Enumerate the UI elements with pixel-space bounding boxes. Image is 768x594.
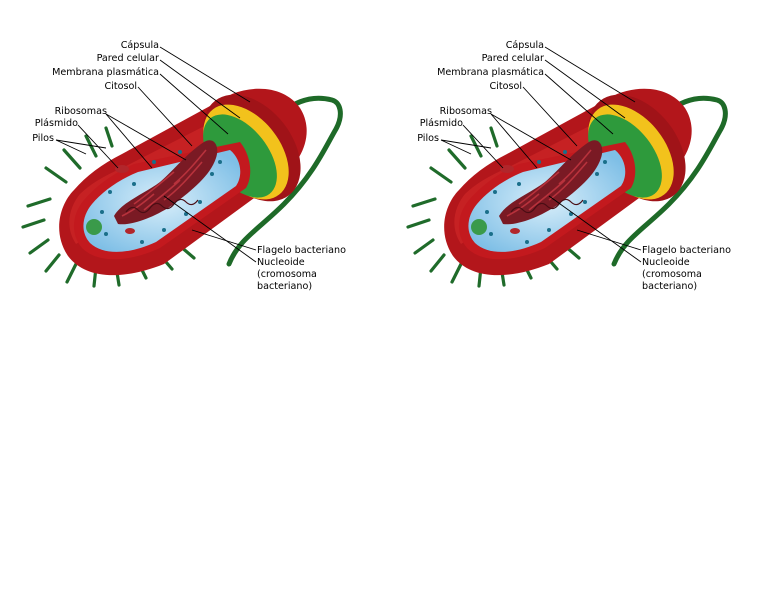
nucleoid xyxy=(114,140,218,225)
label-pilos: Pilos xyxy=(417,133,439,144)
label-citosol: Citosol xyxy=(104,81,137,92)
label-nucleoide: Nucleoide xyxy=(642,257,690,268)
label-nucleoide-line3: bacteriano) xyxy=(642,281,697,292)
label-pilos: Pilos xyxy=(32,133,54,144)
leader-lines xyxy=(55,46,257,263)
granule xyxy=(86,219,102,235)
label-plasmido: Plásmido xyxy=(35,117,78,129)
bacterial-cell-illustration: Cápsula Pared celular Membrana plasmátic… xyxy=(406,39,731,292)
label-citosol: Citosol xyxy=(489,81,522,92)
prokaryotic-cell-diagram-right: Cápsula Pared celular Membrana plasmátic… xyxy=(399,34,737,292)
label-flagelo-bacteriano: Flagelo bacteriano xyxy=(257,245,346,256)
label-nucleoide-line2: (cromosoma xyxy=(257,269,317,280)
label-plasmido: Plásmido xyxy=(420,117,463,129)
leader-lines xyxy=(440,46,642,263)
label-membrana-plasmatica: Membrana plasmática xyxy=(52,66,159,78)
label-flagelo-bacteriano: Flagelo bacteriano xyxy=(642,245,731,256)
plasmid xyxy=(115,165,135,234)
flagellum xyxy=(226,95,343,267)
bacterial-cell-illustration: Cápsula Pared celular Membrana plasmátic… xyxy=(21,39,346,292)
ribosomes xyxy=(485,150,607,244)
label-nucleoide-line2: (cromosoma xyxy=(642,269,702,280)
pili xyxy=(406,126,581,288)
label-membrana-plasmatica: Membrana plasmática xyxy=(437,66,544,78)
label-capsula: Cápsula xyxy=(121,39,159,51)
flagellum xyxy=(611,95,728,267)
plasmid xyxy=(500,165,520,234)
label-pared-celular: Pared celular xyxy=(97,53,159,64)
label-ribosomas: Ribosomas xyxy=(55,106,107,117)
label-capsula: Cápsula xyxy=(506,39,544,51)
granule xyxy=(471,219,487,235)
label-nucleoide: Nucleoide xyxy=(257,257,305,268)
label-pared-celular: Pared celular xyxy=(482,53,544,64)
prokaryotic-cell-diagram-left: Cápsula Pared celular Membrana plasmátic… xyxy=(14,34,352,292)
label-nucleoide-line3: bacteriano) xyxy=(257,281,312,292)
nucleoid xyxy=(499,140,603,225)
label-ribosomas: Ribosomas xyxy=(440,106,492,117)
